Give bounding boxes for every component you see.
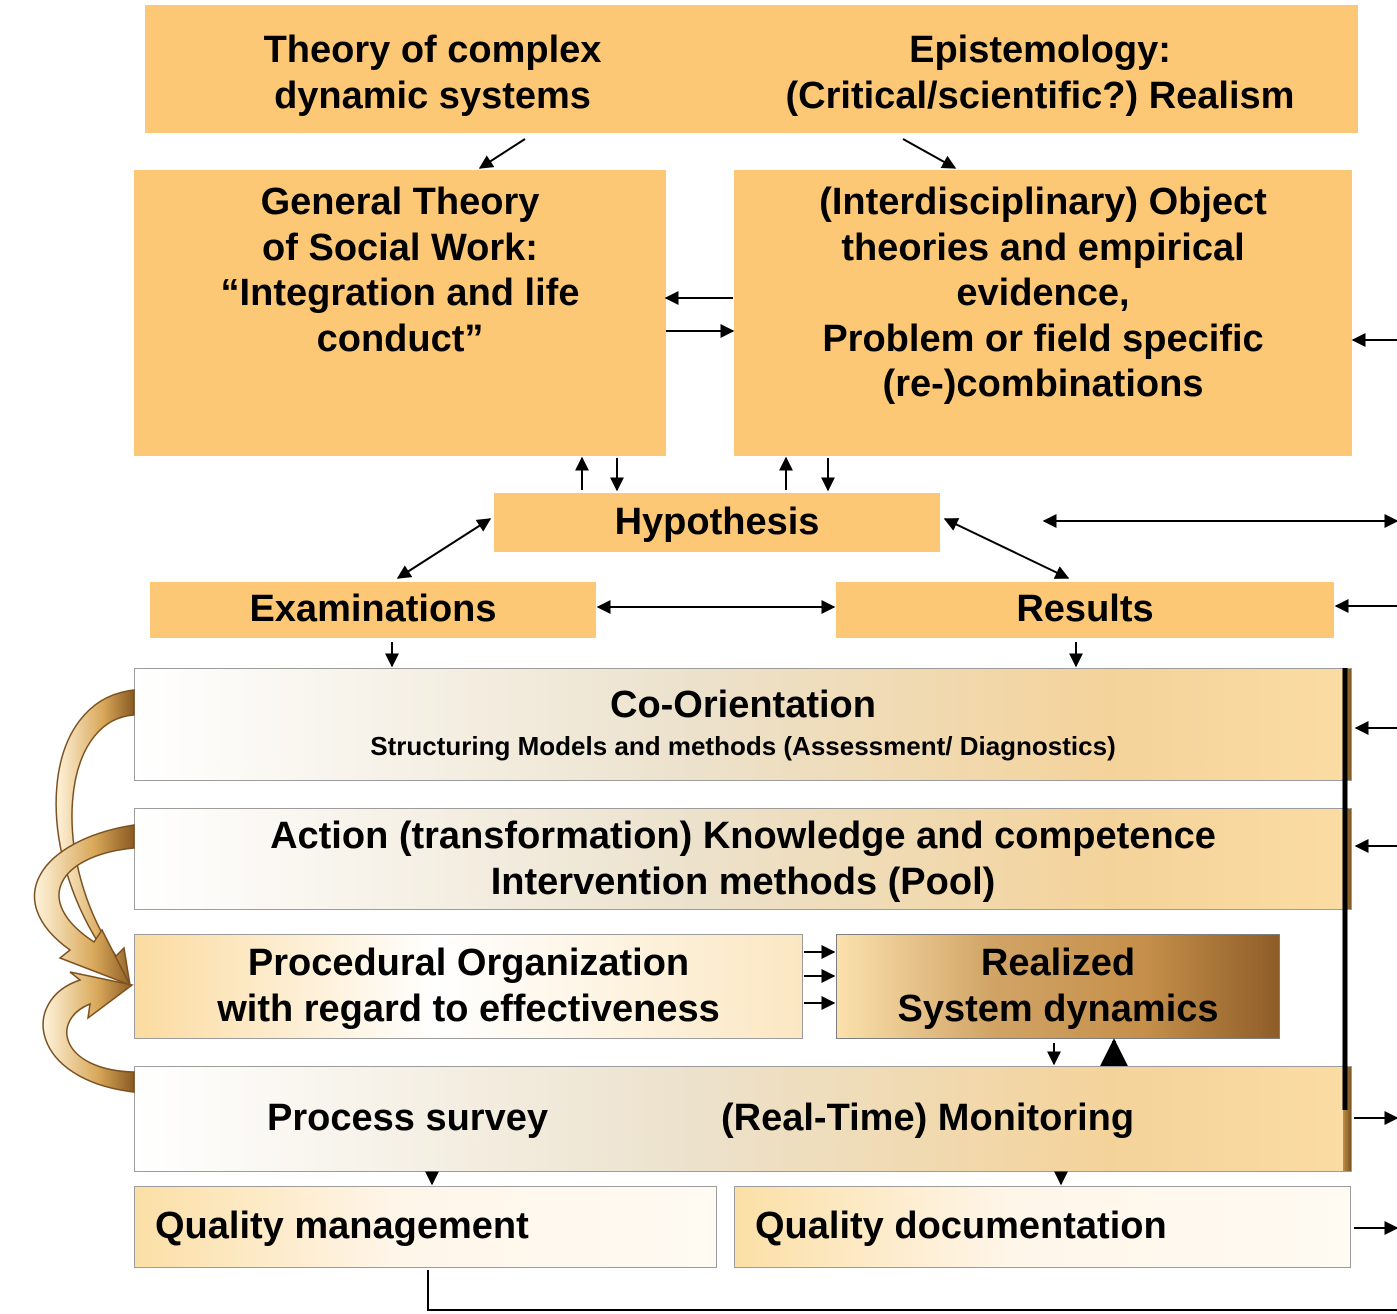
epistemology-box: Epistemology: (Critical/scientific?) Rea…	[720, 28, 1360, 128]
object-theories-line-3: evidence,	[956, 272, 1130, 315]
realized-system-dynamics-box: Realized System dynamics	[836, 934, 1280, 1039]
process-survey-label: Process survey	[267, 1097, 548, 1140]
complex-systems-box: Theory of complex dynamic systems	[175, 28, 690, 128]
results-box: Results	[836, 582, 1334, 638]
complex-systems-line-2: dynamic systems	[274, 74, 591, 117]
object-theories-line-5: (re-)combinations	[882, 363, 1204, 406]
quality-documentation-box: Quality documentation	[734, 1186, 1351, 1268]
action-line-2: Intervention methods (Pool)	[490, 861, 996, 903]
quality-management-label: Quality management	[155, 1205, 529, 1248]
arrow-hypothesis-examinations	[396, 518, 492, 579]
co-orientation-box: Co-Orientation Structuring Models and me…	[134, 668, 1352, 781]
object-theories-line-4: Problem or field specific	[822, 317, 1264, 360]
object-theories-line-1: (Interdisciplinary) Object	[819, 181, 1267, 223]
bottom-feedback-line	[427, 1270, 1397, 1311]
co-orientation-subtitle: Structuring Models and methods (Assessme…	[370, 730, 1116, 761]
arrow-hypothesis-results	[943, 518, 1070, 579]
arrow-epistemology-to-object	[902, 138, 957, 169]
general-theory-box: General Theory of Social Work: “Integrat…	[134, 170, 666, 456]
general-theory-line-2: of Social Work:	[262, 226, 538, 269]
general-theory-line-4: conduct”	[316, 317, 484, 360]
object-theories-line-2: theories and empirical	[841, 226, 1245, 269]
procedural-organization-box: Procedural Organization with regard to e…	[134, 934, 803, 1039]
epistemology-line-1: Epistemology:	[909, 29, 1171, 71]
procedural-line-2: with regard to effectiveness	[217, 987, 720, 1030]
realized-line-1: Realized	[980, 941, 1136, 984]
quality-documentation-label: Quality documentation	[755, 1205, 1167, 1248]
examinations-box: Examinations	[150, 582, 596, 638]
quality-management-box: Quality management	[134, 1186, 717, 1268]
procedural-line-1: Procedural Organization	[247, 941, 690, 984]
monitoring-edge	[1343, 1067, 1351, 1171]
complex-systems-line-1: Theory of complex	[263, 29, 602, 71]
object-theories-box: (Interdisciplinary) Object theories and …	[734, 170, 1352, 456]
co-orientation-title: Co-Orientation	[610, 684, 876, 726]
arrow-complex-to-general	[478, 138, 526, 169]
epistemology-line-2: (Critical/scientific?) Realism	[785, 74, 1295, 117]
monitoring-label: (Real-Time) Monitoring	[721, 1097, 1135, 1140]
general-theory-line-1: General Theory	[260, 181, 540, 223]
hypothesis-box: Hypothesis	[494, 493, 940, 552]
loop-arrow-monitoring	[42, 971, 135, 1093]
realized-line-2: System dynamics	[897, 987, 1219, 1030]
general-theory-line-3: “Integration and life	[220, 272, 580, 315]
action-line-1: Action (transformation) Knowledge and co…	[270, 814, 1216, 857]
process-survey-monitoring-row-visible-element: Process survey (Real-Time) Monitoring	[134, 1066, 1352, 1172]
top-band	[145, 5, 1358, 133]
action-box: Action (transformation) Knowledge and co…	[134, 808, 1352, 910]
